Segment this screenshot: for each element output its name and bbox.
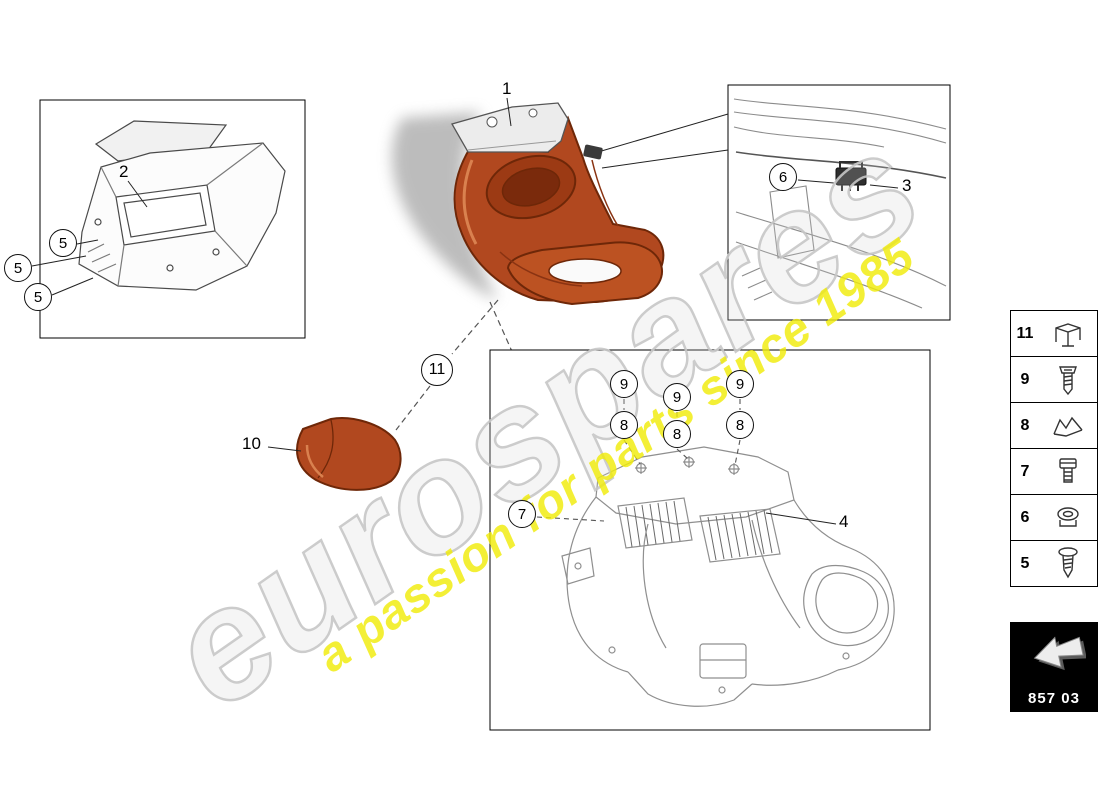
pan-screw-icon bbox=[1039, 362, 1097, 398]
socket-bolt-icon bbox=[1039, 454, 1097, 490]
callout-label-10[interactable]: 10 bbox=[242, 434, 261, 453]
legend-row-8[interactable]: 8 bbox=[1010, 402, 1098, 449]
legend-number: 5 bbox=[1020, 554, 1030, 572]
callout-circle-5c[interactable]: 5 bbox=[24, 283, 52, 311]
legend-number: 9 bbox=[1020, 370, 1030, 388]
legend-number: 8 bbox=[1020, 416, 1030, 434]
callout-circle-8c[interactable]: 8 bbox=[726, 411, 754, 439]
callout-circle-5b[interactable]: 5 bbox=[4, 254, 32, 282]
callout-number: 6 bbox=[778, 168, 788, 186]
callout-circle-8b[interactable]: 8 bbox=[663, 420, 691, 448]
legend-row-6[interactable]: 6 bbox=[1010, 494, 1098, 541]
callout-circle-7[interactable]: 7 bbox=[508, 500, 536, 528]
spring-clip-icon bbox=[1039, 408, 1097, 444]
callout-number: 8 bbox=[672, 425, 682, 443]
callout-number: 7 bbox=[517, 505, 527, 523]
callout-number: 8 bbox=[735, 416, 745, 434]
left-inset-leader-lines bbox=[31, 180, 148, 296]
callout-circle-11[interactable]: 11 bbox=[421, 354, 453, 386]
legend-row-9[interactable]: 9 bbox=[1010, 356, 1098, 403]
callout-number: 5 bbox=[58, 234, 68, 252]
legend-row-11[interactable]: 11 bbox=[1010, 310, 1098, 357]
right-inset-detail-box bbox=[727, 84, 951, 321]
callout-label-2[interactable]: 2 bbox=[119, 162, 129, 181]
right-inset-leader-lines bbox=[797, 179, 899, 189]
legend-number: 6 bbox=[1020, 508, 1030, 526]
callout-circle-6[interactable]: 6 bbox=[769, 163, 797, 191]
zoom-reference-lines bbox=[597, 113, 729, 169]
callout-number: 9 bbox=[735, 375, 745, 393]
callout-circle-9b[interactable]: 9 bbox=[663, 383, 691, 411]
callout-circle-5a[interactable]: 5 bbox=[49, 229, 77, 257]
console-dashed-leaders bbox=[536, 399, 741, 522]
grommet-icon bbox=[1039, 500, 1097, 536]
callout-number: 11 bbox=[428, 361, 446, 378]
callout-circle-8a[interactable]: 8 bbox=[610, 411, 638, 439]
connector-part-detail bbox=[835, 161, 867, 191]
left-inset-detail-box bbox=[31, 99, 306, 339]
callout-label-3[interactable]: 3 bbox=[902, 176, 912, 195]
diagram-code-box: 857 03 bbox=[1010, 622, 1098, 712]
legend-row-5[interactable]: 5 bbox=[1010, 540, 1098, 587]
previous-diagram-arrow-icon[interactable] bbox=[1022, 628, 1086, 678]
diagram-code-text: 857 03 bbox=[1028, 690, 1080, 707]
trim-clip-icon bbox=[1039, 316, 1097, 352]
tapping-screw-icon bbox=[1039, 546, 1097, 582]
callout-number: 5 bbox=[13, 259, 23, 277]
callout-number: 9 bbox=[672, 388, 682, 406]
console-detail-box bbox=[489, 349, 931, 731]
legend-number: 7 bbox=[1020, 462, 1030, 480]
callout-number: 9 bbox=[619, 375, 629, 393]
callout-label-4[interactable]: 4 bbox=[839, 512, 849, 531]
callout-number: 5 bbox=[33, 288, 43, 306]
instrument-panel-trim-part bbox=[391, 97, 665, 306]
legend-number: 11 bbox=[1016, 324, 1034, 342]
fastener-legend-panel: 11 9 8 bbox=[1010, 310, 1098, 587]
legend-row-7[interactable]: 7 bbox=[1010, 448, 1098, 495]
part4-leader-line bbox=[765, 512, 837, 525]
callout-circle-9a[interactable]: 9 bbox=[610, 370, 638, 398]
callout-number: 8 bbox=[619, 416, 629, 434]
callout-label-1[interactable]: 1 bbox=[502, 79, 512, 98]
side-cover-part bbox=[267, 417, 402, 491]
callout-circle-9c[interactable]: 9 bbox=[726, 370, 754, 398]
